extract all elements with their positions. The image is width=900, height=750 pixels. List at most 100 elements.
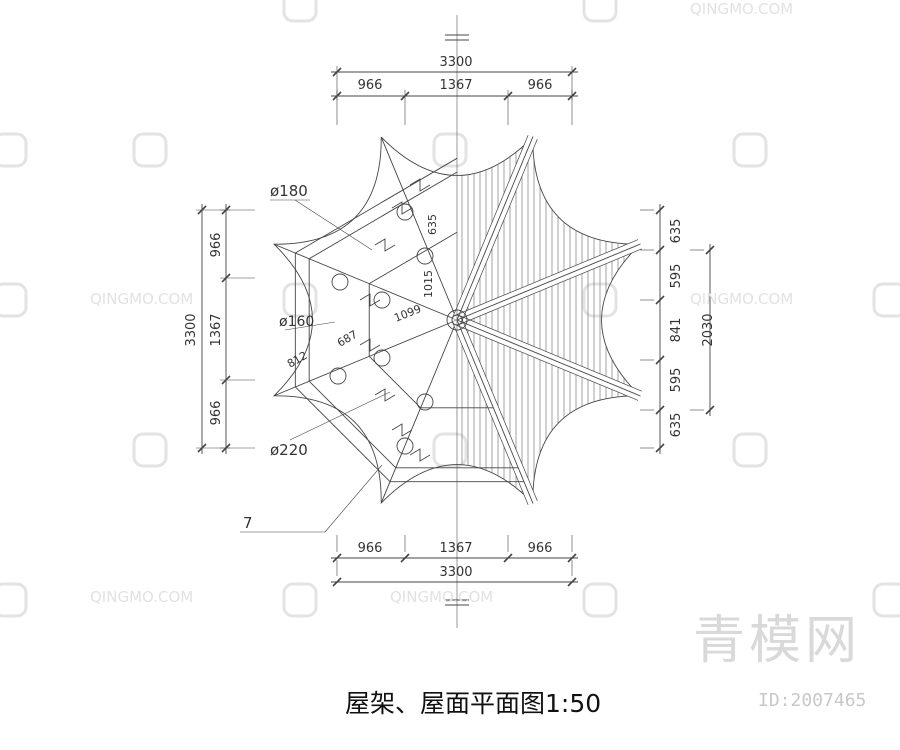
purlin-detail	[359, 338, 381, 352]
dim-tick	[332, 577, 342, 587]
watermark-logo-icon	[132, 432, 168, 468]
watermark-site-4: QINGMO.COM	[390, 588, 494, 606]
post-circle	[373, 291, 391, 309]
label-d180: ø180	[270, 182, 308, 200]
dim-bottom-overall: 3300	[439, 565, 472, 580]
label-1099: 1099	[392, 302, 423, 325]
hip-edge	[452, 135, 529, 319]
dim-left-bottom: 966	[209, 401, 224, 426]
watermark-brand: 青模网	[693, 611, 862, 671]
purlin-ring	[368, 231, 494, 409]
watermark-logo-icon	[0, 282, 28, 318]
hip-edge	[456, 319, 641, 397]
hip-edge	[454, 324, 639, 401]
eave-beam-inner	[308, 171, 519, 469]
watermark-logo-icon	[872, 582, 900, 618]
hip-edge	[458, 248, 642, 325]
watermark-logo-icon	[282, 582, 318, 618]
watermark-logo-icon	[872, 282, 900, 318]
post-circle	[373, 349, 391, 367]
watermark-site-3: QINGMO.COM	[90, 588, 194, 606]
eave-beam-outer	[294, 157, 524, 483]
watermark-logo-icon	[0, 132, 28, 168]
hip-rafter	[380, 319, 458, 504]
dim-bottom-middle: 1367	[439, 541, 472, 556]
watermark-site-2: QINGMO.COM	[690, 290, 794, 308]
dim-right-d: 595	[669, 368, 684, 393]
dim-left-top: 966	[209, 233, 224, 258]
dim-tick	[655, 245, 665, 255]
label-d220: ø220	[270, 441, 308, 459]
dim-right-c: 841	[669, 318, 684, 343]
post-circle	[416, 247, 434, 265]
post-circle	[329, 367, 347, 385]
dim-tick	[567, 577, 577, 587]
purlin-detail	[409, 448, 431, 462]
watermark-logo-icon	[582, 0, 618, 23]
hip-edge	[454, 239, 639, 316]
watermark-logo-icon	[732, 132, 768, 168]
label-687: 687	[335, 328, 360, 350]
dim-top-left: 966	[358, 78, 383, 93]
purlin-detail	[391, 423, 413, 437]
dim-tick	[705, 405, 715, 415]
dim-right-e: 635	[669, 413, 684, 438]
leader-d160	[284, 321, 336, 331]
hip-rafter	[380, 136, 458, 321]
dim-tick	[332, 553, 342, 563]
post-circle	[416, 393, 434, 411]
hip-edge	[456, 243, 641, 321]
dim-tick	[655, 295, 665, 305]
dim-tick	[705, 245, 715, 255]
post-circle	[396, 203, 414, 221]
dim-bottom-left: 966	[358, 541, 383, 556]
post-circle	[396, 437, 414, 455]
watermark-logo-icon	[282, 0, 318, 23]
watermark-logo-icon	[432, 132, 468, 168]
watermark-logo-icon	[432, 432, 468, 468]
dim-tick	[655, 443, 665, 453]
label-635: 635	[426, 214, 439, 235]
dim-tick	[567, 553, 577, 563]
purlin-detail	[409, 178, 431, 192]
dim-left-middle: 1367	[209, 313, 224, 346]
dim-tick	[400, 553, 410, 563]
dim-tick	[503, 553, 513, 563]
purlin-detail	[359, 293, 381, 307]
hip-rafter	[273, 243, 458, 321]
dim-top-overall: 3300	[439, 55, 472, 70]
dim-right-total: 2030	[701, 313, 716, 346]
leader-7	[324, 464, 383, 533]
dim-left-overall: 3300	[184, 313, 199, 346]
dim-tick	[655, 355, 665, 365]
hip-edge	[452, 321, 529, 505]
purlin-detail	[391, 201, 413, 215]
watermark-logo-icon	[732, 432, 768, 468]
dim-bottom-right: 966	[528, 541, 553, 556]
leader-d180	[294, 199, 373, 251]
leader-d220	[289, 391, 391, 441]
drawing-title: 屋架、屋面平面图1:50	[345, 689, 602, 718]
label-7: 7	[243, 514, 253, 532]
right-dimensions: 635 595 841 595 635 2030	[669, 219, 716, 438]
purlin-detail	[374, 238, 396, 252]
label-1015: 1015	[422, 270, 435, 298]
watermark-logo-icon	[582, 582, 618, 618]
dim-right-b: 595	[669, 264, 684, 289]
watermark-logo-icon	[132, 132, 168, 168]
watermark-site-5: QINGMO.COM	[690, 0, 794, 18]
label-d160: ø160	[279, 314, 314, 330]
dim-right-a: 635	[669, 219, 684, 244]
purlin-detail	[374, 388, 396, 402]
roof-planking	[461, 137, 637, 503]
hip-edge	[456, 319, 534, 504]
left-dimensions: 3300 966 1367 966	[184, 233, 224, 426]
hip-edge	[461, 138, 538, 323]
watermark-logo-icon	[282, 282, 318, 318]
bottom-dimensions: 966 1367 966 3300	[358, 541, 553, 580]
dim-tick	[655, 205, 665, 215]
top-dimensions: 3300 966 1367 966	[358, 55, 553, 93]
hip-edge	[456, 136, 534, 321]
hip-edge	[458, 315, 642, 392]
